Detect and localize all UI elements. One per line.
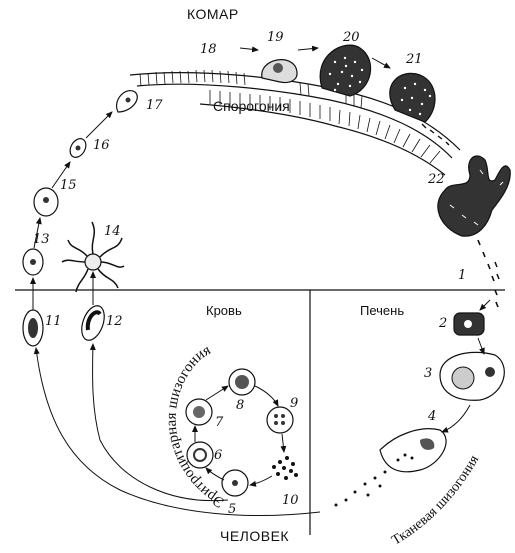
stage-2-label: 2 (439, 316, 447, 331)
stage-8-label: 8 (236, 398, 244, 413)
liver-cell-stage-3 (440, 352, 504, 400)
stage-3-label: 3 (424, 366, 432, 381)
ookinete-stage-17 (117, 91, 138, 112)
oocyst-bursting (390, 73, 449, 145)
stage-4-label: 4 (428, 409, 436, 424)
merozoites-stage-10 (272, 456, 298, 480)
sporozoites-stage-1 (495, 262, 499, 279)
liver-label: Печень (360, 303, 404, 318)
stage-12-label: 12 (106, 314, 123, 329)
erythrocyte-stage-7 (186, 399, 212, 425)
oocyst-maturing (320, 45, 370, 96)
zygote-stage-13 (23, 249, 43, 275)
stage-6-label: 6 (214, 448, 222, 463)
erythrocyte-stage-5 (222, 470, 248, 496)
oocyst-young (262, 60, 297, 83)
human-label: ЧЕЛОВЕК (220, 528, 289, 544)
stage-14-label: 14 (104, 224, 121, 239)
ookinete-stage-16 (67, 136, 89, 160)
stage-16-label: 16 (93, 138, 110, 153)
zygote-stage-15 (34, 188, 58, 216)
stage-15-label: 15 (60, 178, 77, 193)
liver-cell-stage-4 (335, 429, 447, 507)
gametocyte-stage-11 (23, 310, 43, 346)
sporogony-label: Спорогония (213, 98, 290, 114)
blood-label: Кровь (206, 303, 242, 318)
stage-19-label: 19 (267, 30, 284, 45)
stage-5-label: 5 (228, 502, 236, 517)
liver-cell-stage-2 (454, 313, 484, 335)
gametocyte-stage-12 (77, 303, 108, 344)
mosquito-label: КОМАР (187, 6, 239, 22)
stage-11-label: 11 (45, 314, 62, 329)
stage-13-label: 13 (33, 232, 50, 247)
stage-17-label: 17 (146, 98, 163, 113)
stage-9-label: 9 (290, 396, 298, 411)
erythrocyte-stage-8 (229, 369, 255, 395)
stage-7-label: 7 (215, 415, 223, 430)
stage-18-label: 18 (200, 42, 217, 57)
salivary-gland (438, 156, 510, 307)
stage-22-label: 22 (428, 172, 445, 187)
stage-20-label: 20 (343, 30, 360, 45)
stage-1-label: 1 (458, 268, 466, 283)
stage-10-label: 10 (282, 493, 299, 508)
stage-21-label: 21 (406, 52, 423, 67)
